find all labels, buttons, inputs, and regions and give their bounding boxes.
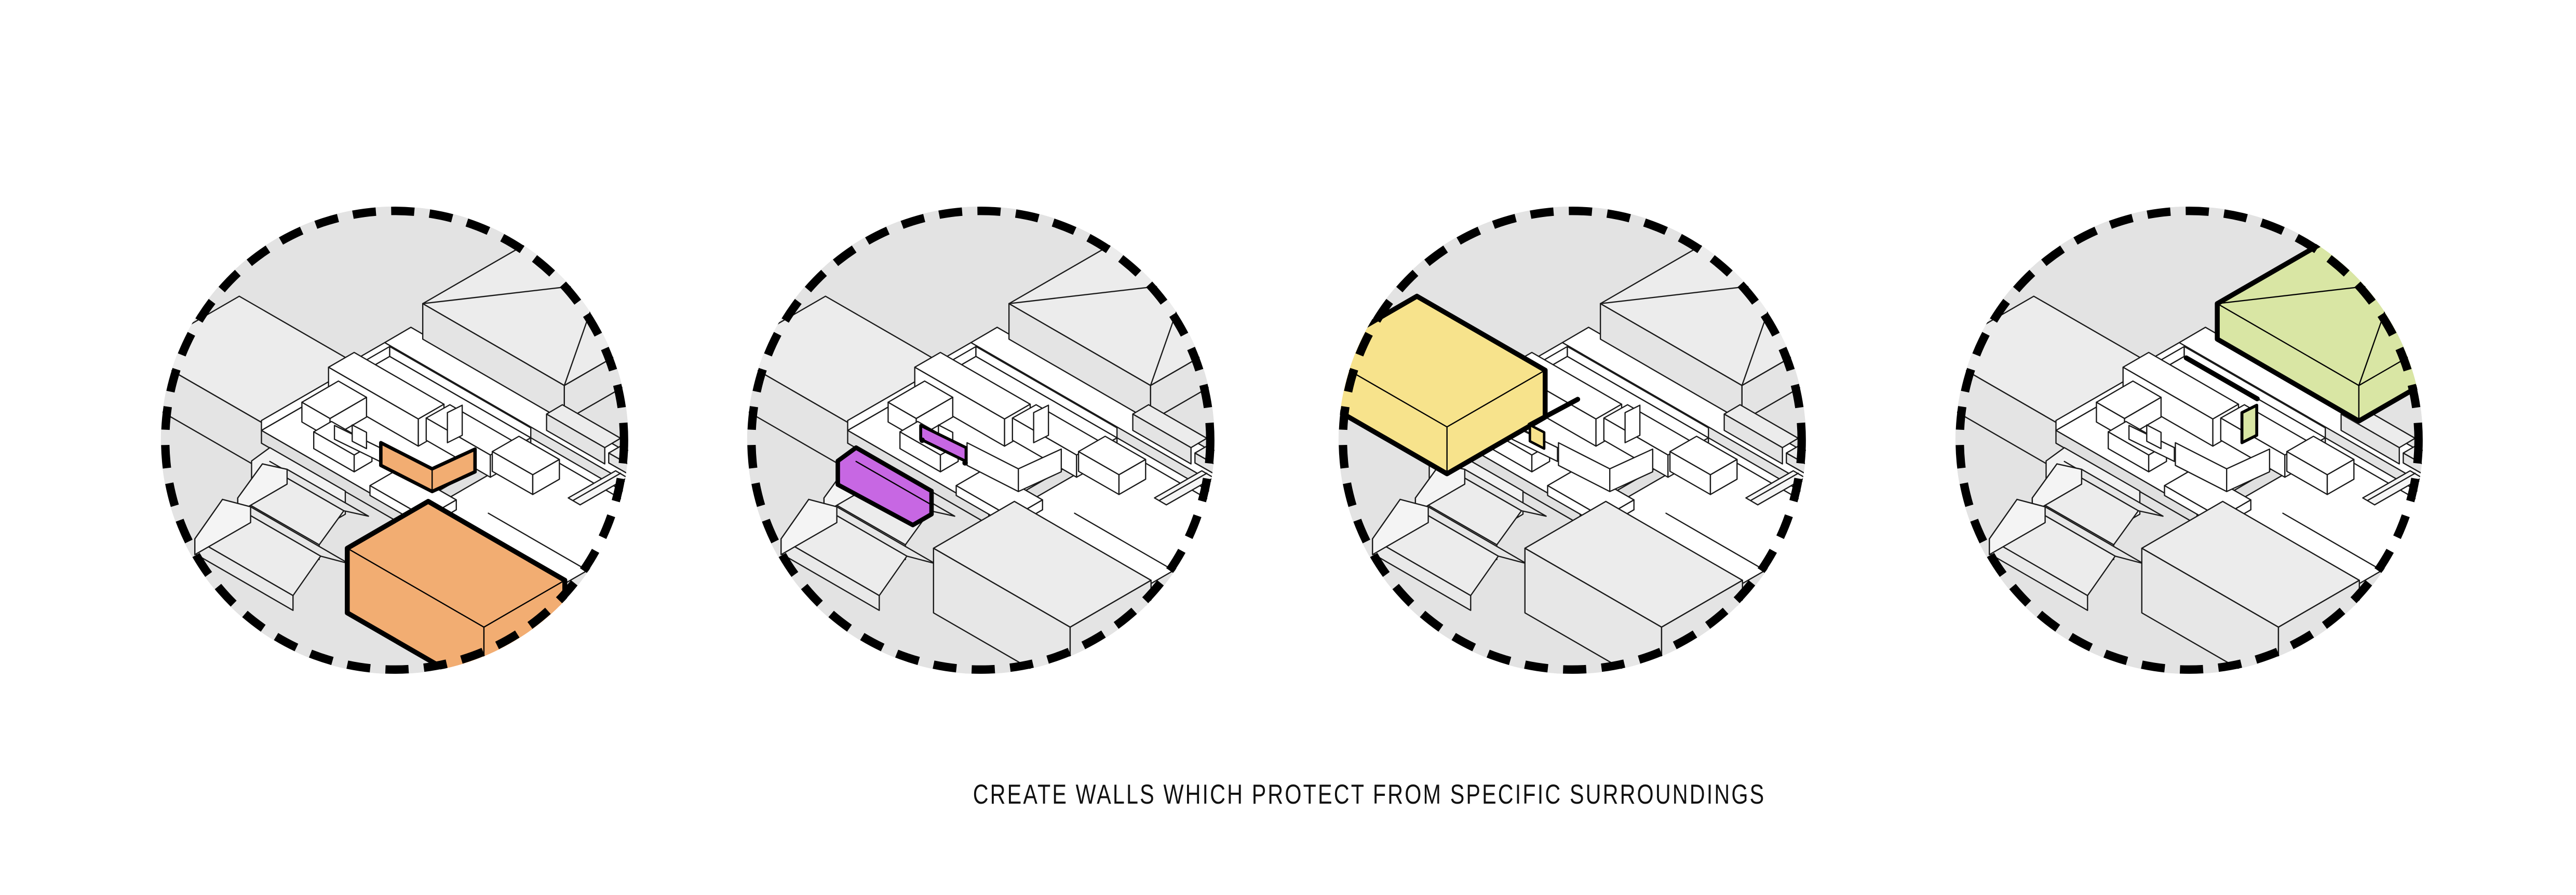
site-diagram-variant-4 (1943, 194, 2436, 687)
diagram-caption: CREATE WALLS WHICH PROTECT FROM SPECIFIC… (973, 779, 1766, 810)
site-diagram-variant-3 (1326, 194, 1819, 687)
dashed-focus-circle (161, 207, 628, 674)
isometric-context-scene (1955, 206, 2423, 674)
site-diagram-variant-2 (734, 194, 1228, 687)
site-diagram-variant-1 (148, 194, 641, 687)
dashed-focus-circle (1339, 207, 1806, 674)
isometric-context-scene (747, 206, 1215, 674)
dashed-focus-circle (1955, 207, 2423, 674)
dashed-focus-circle (747, 207, 1215, 674)
